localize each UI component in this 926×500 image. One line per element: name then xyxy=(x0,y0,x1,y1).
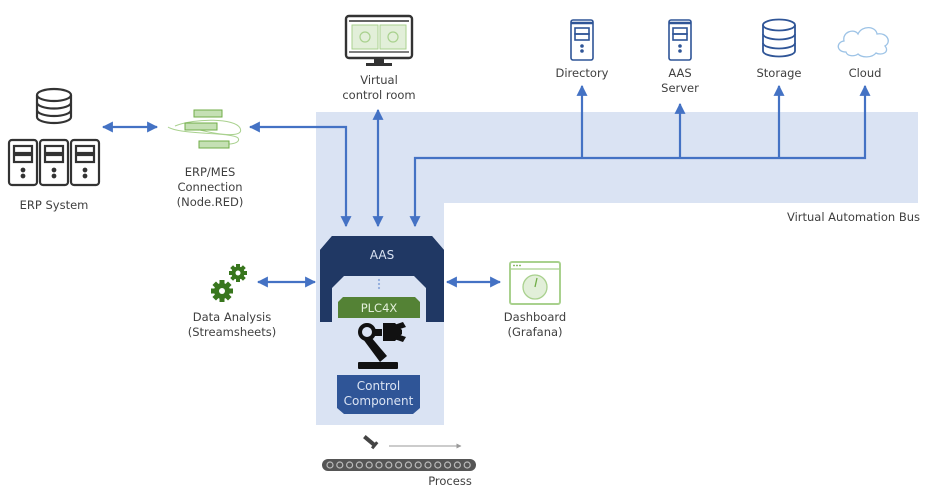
aas-server-icon xyxy=(668,19,692,61)
storage-database-icon xyxy=(762,18,796,58)
cloud-label: Cloud xyxy=(830,66,900,81)
conveyor-roller xyxy=(414,461,422,469)
conveyor-roller xyxy=(355,461,363,469)
conveyor-roller xyxy=(336,461,344,469)
conveyor-roller xyxy=(346,461,354,469)
directory-server-icon xyxy=(570,19,594,61)
conveyor-roller xyxy=(453,461,461,469)
conveyor-roller xyxy=(395,461,403,469)
directory-text: Directory xyxy=(555,66,609,80)
erp-mes-connection-label: ERP/MES Connection (Node.RED) xyxy=(160,165,260,210)
control-component-label: Control Component xyxy=(337,379,420,409)
aas-server-line-1: AAS xyxy=(668,66,692,80)
robot-arm-icon xyxy=(358,322,406,369)
conveyor-roller xyxy=(444,461,452,469)
dashboard-gauge-icon xyxy=(509,261,561,305)
control-room-label: Virtual control room xyxy=(329,73,429,103)
conveyor-roller xyxy=(365,461,373,469)
erp-mes-line-1: ERP/MES xyxy=(184,165,236,179)
data-analysis-line-1: Data Analysis xyxy=(192,310,272,324)
data-analysis-line-2: (Streamsheets) xyxy=(187,325,277,339)
bus-connection-line xyxy=(409,84,871,228)
conveyor-roller xyxy=(375,461,383,469)
process-label: Process xyxy=(420,474,480,489)
control-component-line-2: Component xyxy=(343,394,414,408)
aas-shell xyxy=(320,236,444,322)
cloud-text: Cloud xyxy=(848,66,882,80)
process-conveyor-icon xyxy=(322,435,476,471)
plc4x-text: PLC4X xyxy=(360,301,398,315)
erp-system-icon xyxy=(7,87,101,187)
control-room-line-1: Virtual xyxy=(360,73,398,87)
conveyor-roller xyxy=(385,461,393,469)
control-room-line-2: control room xyxy=(342,88,416,102)
conveyor-roller xyxy=(463,461,471,469)
cloud-icon xyxy=(837,26,889,58)
erp-mes-line-2: Connection xyxy=(177,180,243,194)
node-red-flow-icon xyxy=(167,109,242,149)
plc4x-label: PLC4X xyxy=(338,301,420,316)
storage-label: Storage xyxy=(744,66,814,81)
erp-mes-line-3: (Node.RED) xyxy=(176,195,244,209)
aas-server-label: AAS Server xyxy=(645,66,715,96)
aas-server-line-2: Server xyxy=(661,81,699,95)
directory-label: Directory xyxy=(547,66,617,81)
plc4x-block xyxy=(338,297,420,318)
control-component-line-1: Control xyxy=(356,379,401,393)
storage-text: Storage xyxy=(756,66,802,80)
dashboard-line-2: (Grafana) xyxy=(507,325,563,339)
bus-label-text: Virtual Automation Bus xyxy=(786,210,920,224)
control-component-block xyxy=(337,375,420,414)
erpmes-to-aas-arrow xyxy=(248,121,352,228)
gears-icon xyxy=(211,264,247,302)
process-text: Process xyxy=(428,474,472,488)
erp-system-label: ERP System xyxy=(9,198,99,213)
bus-label: Virtual Automation Bus xyxy=(760,210,920,225)
erp-system-text: ERP System xyxy=(19,198,89,212)
aas-label: AAS xyxy=(332,248,432,263)
conveyor-roller xyxy=(424,461,432,469)
monitor-icon xyxy=(344,14,414,66)
conveyor-roller xyxy=(404,461,412,469)
dashboard-label: Dashboard (Grafana) xyxy=(490,310,580,340)
conveyor-roller xyxy=(326,461,334,469)
data-analysis-label: Data Analysis (Streamsheets) xyxy=(172,310,292,340)
conveyor-roller xyxy=(434,461,442,469)
aas-text: AAS xyxy=(369,248,395,262)
dashboard-line-1: Dashboard xyxy=(503,310,567,324)
